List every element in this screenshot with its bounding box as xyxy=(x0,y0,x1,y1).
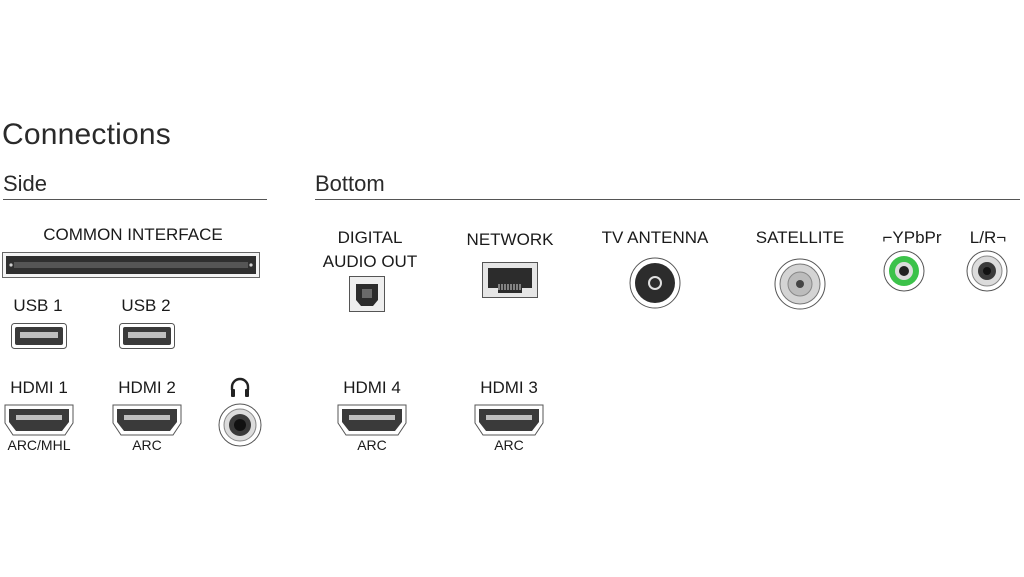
page-title: Connections xyxy=(2,118,171,151)
audio-lr-jack-icon xyxy=(966,250,1008,292)
network-label: NETWORK xyxy=(466,230,554,249)
usb-port-icon xyxy=(119,323,175,349)
antenna-port-icon xyxy=(629,257,681,309)
section-side-heading: Side xyxy=(3,171,48,196)
hdmi4-sublabel: ARC xyxy=(357,437,387,453)
ethernet-port-icon xyxy=(482,262,538,298)
hdmi3-label: HDMI 3 xyxy=(480,378,538,397)
section-bottom-divider xyxy=(315,199,1020,200)
satellite-port-icon xyxy=(774,258,826,310)
hdmi-port-icon xyxy=(474,404,544,436)
digital-audio-out-label-line2: AUDIO OUT xyxy=(322,252,418,271)
hdmi2-label: HDMI 2 xyxy=(118,378,176,397)
ypbpr-label: ⌐YPbPr xyxy=(882,228,942,247)
hdmi-port-icon xyxy=(4,404,74,436)
hdmi1-sublabel: ARC/MHL xyxy=(7,437,71,453)
common-interface-label: COMMON INTERFACE xyxy=(43,225,223,244)
audio-lr-label: L/R¬ xyxy=(969,228,1007,247)
usb2-label: USB 2 xyxy=(121,296,171,315)
headphone-icon xyxy=(228,375,252,399)
hdmi-port-icon xyxy=(337,404,407,436)
digital-audio-out-label-line1: DIGITAL xyxy=(337,228,403,247)
hdmi2-sublabel: ARC xyxy=(132,437,162,453)
component-video-jack-icon xyxy=(883,250,925,292)
optical-audio-port-icon xyxy=(349,276,385,312)
hdmi-port-icon xyxy=(112,404,182,436)
ci-slot-icon xyxy=(2,252,260,278)
hdmi4-label: HDMI 4 xyxy=(343,378,401,397)
usb1-label: USB 1 xyxy=(13,296,63,315)
satellite-label: SATELLITE xyxy=(755,228,845,247)
hdmi1-label: HDMI 1 xyxy=(10,378,68,397)
usb-port-icon xyxy=(11,323,67,349)
hdmi3-sublabel: ARC xyxy=(494,437,524,453)
headphone-jack-icon xyxy=(218,403,262,447)
tv-antenna-label: TV ANTENNA xyxy=(601,228,709,247)
section-side-divider xyxy=(3,199,267,200)
section-bottom-heading: Bottom xyxy=(315,171,385,196)
